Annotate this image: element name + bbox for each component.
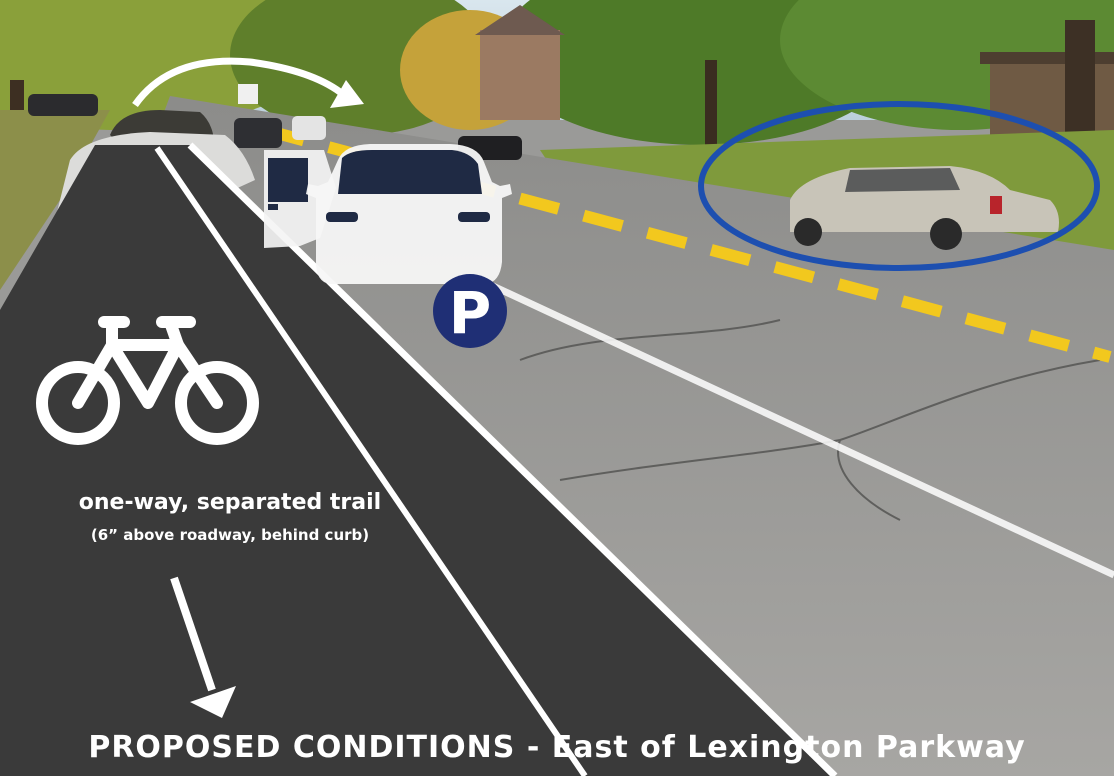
- parking-symbol: P: [449, 279, 492, 347]
- curved-arrow-icon: [132, 57, 364, 108]
- silver-car: [790, 166, 1059, 250]
- trail-label: one-way, separated trail: [78, 490, 382, 515]
- highlight-ellipse: [698, 101, 1100, 271]
- lane-line: [478, 276, 1114, 579]
- footer-title: PROPOSED CONDITIONS - East of Lexington …: [88, 730, 1026, 765]
- bicycle-icon: [36, 316, 259, 445]
- car-icon: [264, 144, 512, 284]
- trail-divider-line: [154, 146, 588, 776]
- separated-trail: [0, 145, 830, 776]
- distant-cars: [28, 84, 522, 160]
- trail-sublabel: (6” above roadway, behind curb): [90, 526, 370, 544]
- parking-icon: P: [433, 274, 507, 348]
- arrow-icon: [170, 576, 236, 718]
- trail-curb-line: [187, 142, 838, 776]
